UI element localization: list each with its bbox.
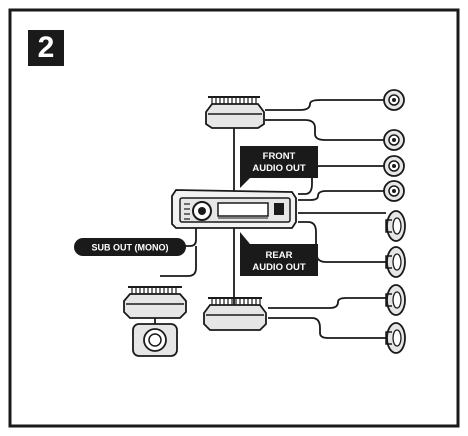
wire-rear-amp-speaker-7	[268, 298, 386, 308]
speaker-8	[386, 323, 405, 353]
sub-out-mono-text: SUB OUT (MONO)	[92, 243, 169, 253]
speaker-5	[386, 211, 405, 241]
speaker-1	[384, 90, 404, 110]
front-audio-out-line-2: AUDIO OUT	[252, 163, 306, 174]
speaker-2	[384, 130, 404, 150]
wire-front-amp-speaker-1	[265, 100, 386, 110]
speaker-3	[384, 156, 404, 176]
front-audio-out-label: FRONT AUDIO OUT	[240, 146, 318, 188]
rear-audio-out-line-1: REAR	[266, 250, 293, 261]
front-audio-out-line-1: FRONT	[263, 151, 296, 162]
rear-amplifier	[204, 297, 266, 330]
speaker-7	[386, 285, 405, 315]
rear-audio-out-label: REAR AUDIO OUT	[240, 232, 318, 276]
head-unit	[172, 190, 296, 228]
wire-front-amp-speaker-2	[265, 120, 386, 140]
speaker-6	[386, 247, 405, 277]
speaker-4	[384, 181, 404, 201]
front-amplifier	[206, 96, 264, 128]
wire-rear-amp-speaker-8	[268, 318, 386, 338]
subwoofer	[133, 324, 177, 356]
wire-sub-out	[184, 226, 196, 246]
sub-out-mono-label: SUB OUT (MONO)	[74, 238, 186, 256]
subwoofer-amplifier	[124, 286, 186, 318]
wire-head-speaker-4	[298, 191, 386, 200]
rear-audio-out-line-2: AUDIO OUT	[252, 262, 306, 273]
